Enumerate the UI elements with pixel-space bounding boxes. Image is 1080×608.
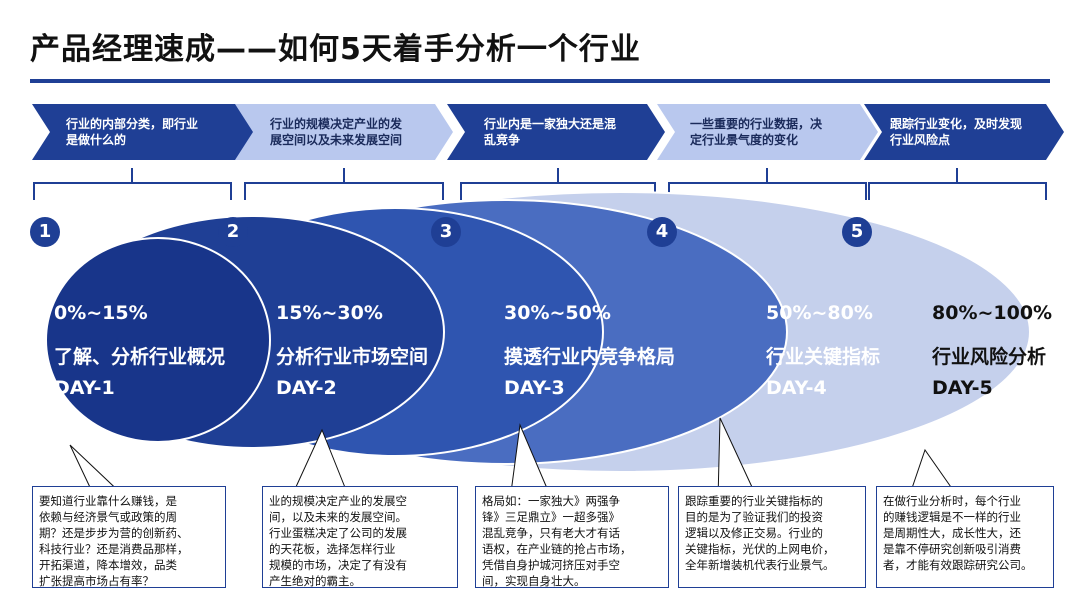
step-1-percent: 0%~15% [54, 302, 148, 324]
note-box-4: 跟踪重要的行业关键指标的 目的是为了验证我们的投资 逻辑以及修正交易。行业的 关… [678, 486, 866, 588]
note-2-line-3: 行业蛋糕决定了公司的发展 [269, 526, 407, 540]
note-2-line-1: 业的规模决定产业的发展空 [269, 494, 407, 508]
chevron-2-text: 行业的规模决定产业的发 展空间以及未来发展空间 [270, 116, 402, 148]
phase-ellipse-1 [45, 237, 271, 443]
step-number-1: 1 [38, 221, 52, 242]
chevron-4-text: 一些重要的行业数据，决 定行业景气度的变化 [690, 116, 822, 148]
note-3-line-5: 凭借自身护城河挤压对手空 [482, 558, 620, 572]
note-2-line-5: 规模的市场，决定了有没有 [269, 558, 407, 572]
chevron-4-line-1: 一些重要的行业数据，决 [690, 117, 823, 131]
callout-pointer-2 [289, 428, 351, 501]
chevron-3-line-1: 行业内是一家独大还是混 [484, 117, 617, 131]
bracket-4 [668, 168, 867, 200]
chevron-5-line-2: 行业风险点 [890, 133, 951, 147]
note-5-line-3: 是周期性大，成长性大，还 [883, 526, 1021, 540]
step-number-3: 3 [439, 221, 453, 242]
step-circle-4 [647, 217, 677, 247]
step-number-2: 2 [226, 221, 240, 242]
note-3-line-4: 语权，在产业链的抢占市场， [482, 542, 632, 556]
step-3-percent: 30%~50% [504, 302, 611, 324]
bracket-1 [33, 168, 232, 200]
note-3-line-2: 锋》三足鼎立》一超多强》 [482, 510, 620, 524]
note-1-line-1: 要知道行业靠什么赚钱，是 [39, 494, 177, 508]
step-2-task: 分析行业市场空间 [276, 346, 429, 368]
note-1-line-5: 开拓渠道，降本增效，品类 [39, 558, 177, 572]
chevron-2-line-1: 行业的规模决定产业的发 [270, 117, 403, 131]
chevron-2-line-2: 展空间以及未来发展空间 [270, 133, 403, 147]
note-5-line-1: 在做行业分析时，每个行业 [883, 494, 1021, 508]
note-3-line-1: 格局如：一家独大》两强争 [482, 494, 620, 508]
note-5-text: 在做行业分析时，每个行业 的赚钱逻辑是不一样的行业 是周期性大，成长性大，还 是… [883, 493, 1033, 573]
note-box-2: 业的规模决定产业的发展空 间，以及未来的发展空间。 行业蛋糕决定了公司的发展 的… [262, 486, 458, 588]
note-box-5: 在做行业分析时，每个行业 的赚钱逻辑是不一样的行业 是周期性大，成长性大，还 是… [876, 486, 1054, 588]
page-title: 产品经理速成——如何5天着手分析一个行业 [30, 32, 641, 67]
note-1-line-3: 期？还是步步为营的创新药、 [39, 526, 189, 540]
note-4-line-2: 目的是为了验证我们的投资 [685, 510, 823, 524]
step-circle-1 [30, 217, 60, 247]
chevron-3-text: 行业内是一家独大还是混 乱竞争 [484, 116, 616, 148]
note-2-line-6: 产生绝对的霸主。 [269, 574, 361, 588]
chevron-4-line-2: 定行业景气度的变化 [690, 133, 799, 147]
note-3-line-6: 间，实现自身壮大。 [482, 574, 586, 588]
bracket-5 [868, 168, 1047, 200]
chevron-2 [235, 104, 453, 160]
note-4-text: 跟踪重要的行业关键指标的 目的是为了验证我们的投资 逻辑以及修正交易。行业的 关… [685, 493, 835, 573]
step-5-day: DAY-5 [932, 377, 993, 399]
chevron-4 [657, 104, 878, 160]
note-2-line-2: 间，以及未来的发展空间。 [269, 510, 407, 524]
chevron-5-line-1: 跟踪行业变化，及时发现 [890, 117, 1023, 131]
step-2-percent: 15%~30% [276, 302, 383, 324]
note-3-line-3: 混乱竞争，只有老大才有话 [482, 526, 620, 540]
note-box-3: 格局如：一家独大》两强争 锋》三足鼎立》一超多强》 混乱竞争，只有老大才有话 语… [475, 486, 669, 588]
note-4-line-3: 逻辑以及修正交易。行业的 [685, 526, 823, 540]
step-number-4: 4 [655, 221, 669, 242]
callout-pointer-3 [509, 423, 553, 501]
chevron-3 [447, 104, 665, 160]
note-2-text: 业的规模决定产业的发展空 间，以及未来的发展空间。 行业蛋糕决定了公司的发展 的… [269, 493, 407, 589]
chevron-5-text: 跟踪行业变化，及时发现 行业风险点 [890, 116, 1022, 148]
bracket-2 [244, 168, 444, 200]
note-5-line-4: 是靠不停研究创新吸引消费 [883, 542, 1021, 556]
step-3-day: DAY-3 [504, 377, 565, 399]
note-1-line-6: 扩张提高市场占有率？ [39, 574, 154, 588]
step-circle-5 [842, 217, 872, 247]
chevron-1-line-1: 行业的内部分类，即行业 [66, 117, 199, 131]
step-4-task: 行业关键指标 [766, 346, 881, 368]
step-number-5: 5 [850, 221, 864, 242]
callout-pointer-4 [717, 417, 759, 501]
step-circle-3 [431, 217, 461, 247]
note-5-line-5: 者，才能有效跟踪研究公司。 [883, 558, 1033, 572]
note-4-line-4: 关键指标，光伏的上网电价， [685, 542, 835, 556]
step-2-day: DAY-2 [276, 377, 337, 399]
note-4-line-1: 跟踪重要的行业关键指标的 [685, 494, 823, 508]
step-3-task: 摸透行业内竞争格局 [504, 346, 676, 368]
note-1-line-4: 科技行业？还是消费品那样， [39, 542, 189, 556]
note-4-line-5: 全年新增装机代表行业景气。 [685, 558, 835, 572]
chevron-5 [864, 104, 1064, 160]
title-divider [30, 79, 1050, 83]
step-4-percent: 50%~80% [766, 302, 873, 324]
chevron-1 [32, 104, 258, 160]
step-1-day: DAY-1 [54, 377, 115, 399]
step-5-percent: 80%~100% [932, 302, 1053, 324]
note-2-line-4: 的天花板，选择怎样行业 [269, 542, 396, 556]
note-1-text: 要知道行业靠什么赚钱，是 依赖与经济景气或政策的周 期？还是步步为营的创新药、 … [39, 493, 189, 589]
note-box-1: 要知道行业靠什么赚钱，是 依赖与经济景气或政策的周 期？还是步步为营的创新药、 … [32, 486, 226, 588]
note-1-line-2: 依赖与经济景气或政策的周 [39, 510, 177, 524]
note-3-text: 格局如：一家独大》两强争 锋》三足鼎立》一超多强》 混乱竞争，只有老大才有话 语… [482, 493, 632, 589]
step-1-task: 了解、分析行业概况 [54, 346, 226, 368]
step-circle-2 [218, 217, 248, 247]
step-4-day: DAY-4 [766, 377, 827, 399]
step-5-task: 行业风险分析 [932, 346, 1047, 368]
chevron-1-line-2: 是做什么的 [66, 133, 127, 147]
chevron-3-line-2: 乱竞争 [484, 133, 521, 147]
chevron-1-text: 行业的内部分类，即行业 是做什么的 [66, 116, 198, 148]
note-5-line-2: 的赚钱逻辑是不一样的行业 [883, 510, 1021, 524]
